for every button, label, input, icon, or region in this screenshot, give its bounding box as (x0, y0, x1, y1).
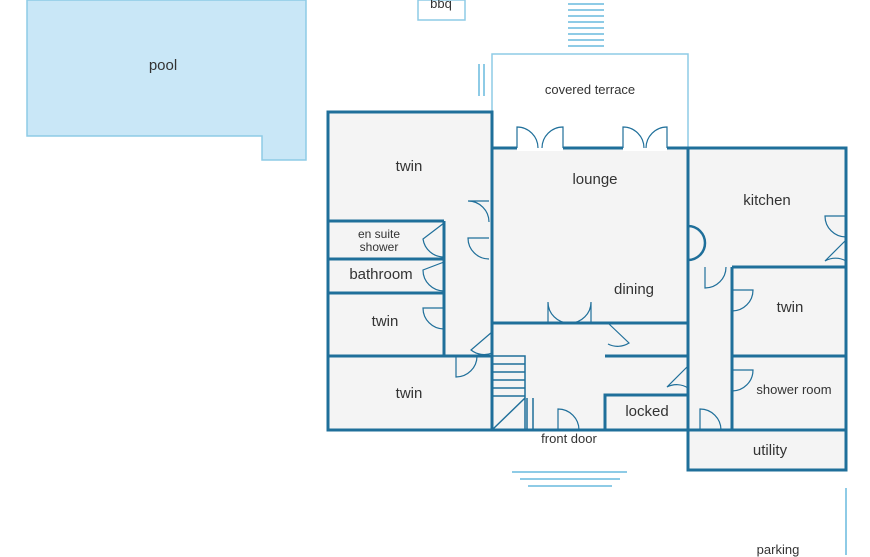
stairs (491, 355, 534, 431)
doors (422, 126, 847, 431)
bbq-label: bbq (430, 0, 452, 11)
covered-terrace (491, 53, 689, 149)
front-steps (512, 471, 627, 487)
covered-terrace-label: covered terrace (544, 82, 636, 97)
en-suite-label: en suite (357, 227, 401, 241)
parking-label: parking (756, 542, 800, 557)
front-door-label: front door (541, 431, 597, 446)
lounge-label: lounge (572, 171, 618, 188)
twin-bottom-label: twin (395, 385, 423, 402)
floor-areas (328, 112, 846, 470)
bbq-box (417, 0, 466, 21)
kitchen-label: kitchen (743, 192, 791, 209)
bathroom-label: bathroom (349, 266, 413, 283)
twin-mid-label: twin (371, 313, 399, 330)
dining-label: dining (613, 281, 655, 298)
pool (26, 0, 307, 161)
utility-label: utility (752, 442, 788, 459)
shower-room-label: shower room (756, 382, 832, 397)
pool-label: pool (148, 57, 178, 74)
twin-top-label: twin (395, 158, 423, 175)
garden-steps (568, 3, 604, 47)
en-suite-shower-label: shower (359, 240, 399, 254)
twin-right-label: twin (776, 299, 804, 316)
locked-label: locked (625, 403, 669, 420)
